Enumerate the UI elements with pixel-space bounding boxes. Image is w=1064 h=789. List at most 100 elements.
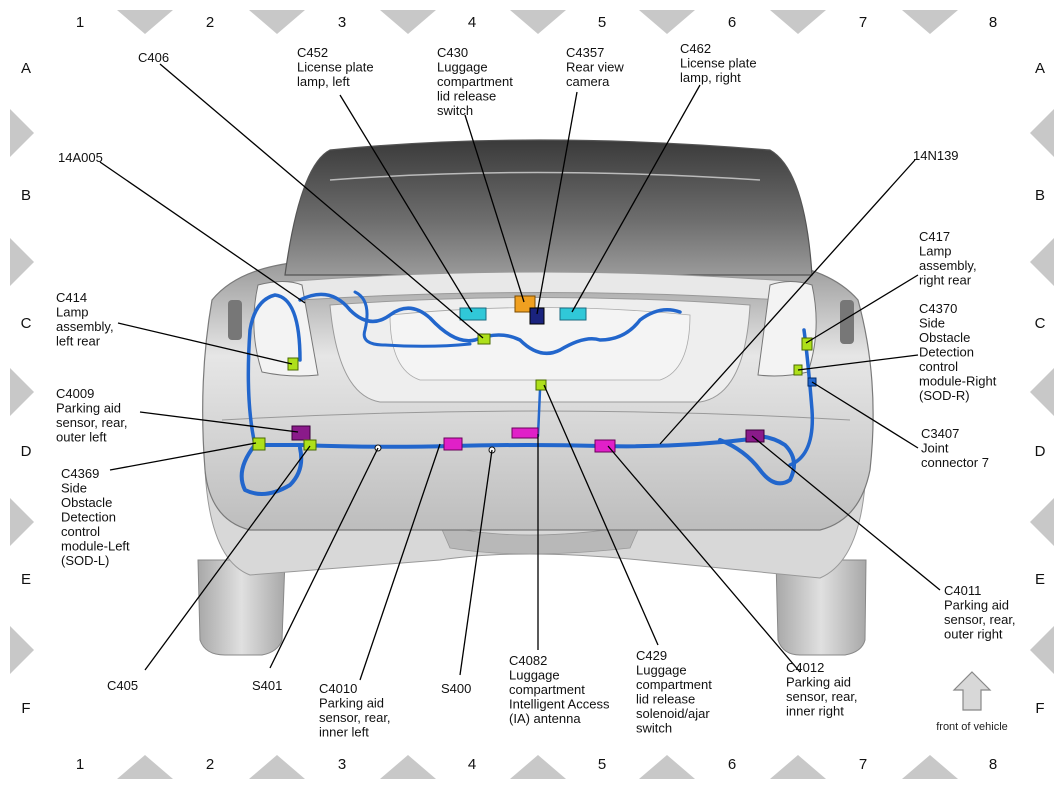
harness-trunk-lid — [298, 292, 682, 356]
connector-c4369 — [252, 437, 266, 451]
leader-c462 — [571, 84, 701, 313]
callout-line: solenoid/ajar — [636, 706, 710, 721]
grid-column-label: 1 — [76, 14, 84, 31]
up-arrow-icon — [952, 671, 992, 711]
grid-marker-right — [1030, 626, 1054, 674]
callout-line: lamp, right — [680, 70, 741, 85]
grid-marker-bottom — [249, 755, 305, 779]
grid-marker-top — [770, 10, 826, 34]
callout-line: C4012 — [786, 660, 824, 675]
grid-row-label: D — [1035, 443, 1046, 460]
leader-c4010 — [359, 443, 441, 681]
grid-marker-bottom — [380, 755, 436, 779]
callout-c405: C405 — [107, 678, 138, 693]
callout-line: connector 7 — [921, 455, 989, 470]
connector-c4082 — [511, 427, 539, 439]
harness-left-riser — [246, 293, 302, 447]
front-of-vehicle-label: front of vehicle — [936, 721, 1008, 733]
grid-marker-right — [1030, 498, 1054, 546]
callout-line: C4009 — [56, 386, 94, 401]
grid-marker-left — [10, 109, 34, 157]
callout-line: C414 — [56, 290, 87, 305]
callout-line: inner right — [786, 704, 844, 719]
connector-c414 — [287, 357, 299, 371]
callout-line: assembly, — [919, 258, 977, 273]
grid-column-label: 8 — [989, 756, 997, 773]
connector-c405 — [303, 439, 317, 451]
callout-line: inner left — [319, 725, 369, 740]
grid-marker-bottom — [902, 755, 958, 779]
callout-line: Joint — [921, 441, 949, 456]
right-side-reflector — [840, 300, 854, 344]
wiring-harness — [239, 290, 815, 496]
callout-line: C4357 — [566, 45, 604, 60]
callout-line: (IA) antenna — [509, 711, 581, 726]
leader-c4011 — [751, 435, 941, 591]
grid-row-label: A — [21, 60, 31, 77]
callout-line: Parking aid — [56, 401, 121, 416]
callout-line: compartment — [509, 682, 585, 697]
callout-line: control — [61, 524, 100, 539]
callout-n14a005: 14A005 — [58, 150, 103, 165]
callout-line: Detection — [919, 345, 974, 360]
leader-c4009 — [139, 411, 299, 433]
diffuser — [439, 524, 641, 555]
callout-line: Parking aid — [786, 675, 851, 690]
grid-row-label: E — [1035, 571, 1045, 588]
front-of-vehicle-indicator: front of vehicle — [936, 671, 1008, 733]
left-tail-lamp — [253, 281, 319, 377]
grid-marker-left — [10, 368, 34, 416]
harness-trunk-branch — [353, 290, 472, 348]
grid-column-label: 1 — [76, 756, 84, 773]
grid-row-label: F — [21, 700, 30, 717]
callout-line: switch — [636, 721, 672, 736]
connector-c4011 — [745, 429, 765, 443]
car-illustration — [197, 139, 874, 656]
callout-line: Parking aid — [319, 696, 384, 711]
callout-line: License plate — [680, 56, 757, 71]
connector-c406 — [477, 333, 491, 345]
callout-line: Obstacle — [919, 330, 970, 345]
callout-s401: S401 — [252, 678, 282, 693]
grid-column-label: 3 — [338, 756, 346, 773]
grid-marker-top — [380, 10, 436, 34]
callout-line: compartment — [437, 74, 513, 89]
grid-column-label: 2 — [206, 756, 214, 773]
callout-line: (SOD-R) — [919, 388, 970, 403]
grid-frame-markers — [10, 10, 1054, 779]
right-tail-lamp — [757, 281, 817, 377]
callout-line: Luggage — [636, 663, 687, 678]
callout-line: C430 — [437, 45, 468, 60]
left-tire — [197, 559, 286, 656]
grid-marker-top — [249, 10, 305, 34]
harness-right-loop — [718, 433, 796, 486]
callout-line: outer left — [56, 430, 107, 445]
leader-c405 — [144, 445, 311, 671]
grid-marker-bottom — [117, 755, 173, 779]
leader-c4369 — [109, 442, 257, 471]
callout-line: Obstacle — [61, 495, 112, 510]
leader-c417 — [805, 274, 919, 344]
callout-line: sensor, rear, — [56, 415, 128, 430]
grid-column-label: 8 — [989, 14, 997, 31]
callout-line: module-Left — [61, 539, 130, 554]
rear-window — [284, 139, 813, 276]
leader-c430 — [464, 114, 525, 303]
callout-line: C429 — [636, 648, 667, 663]
connector-c4009 — [291, 425, 311, 441]
leader-c429 — [543, 384, 659, 646]
grid-row-label: B — [21, 187, 31, 204]
